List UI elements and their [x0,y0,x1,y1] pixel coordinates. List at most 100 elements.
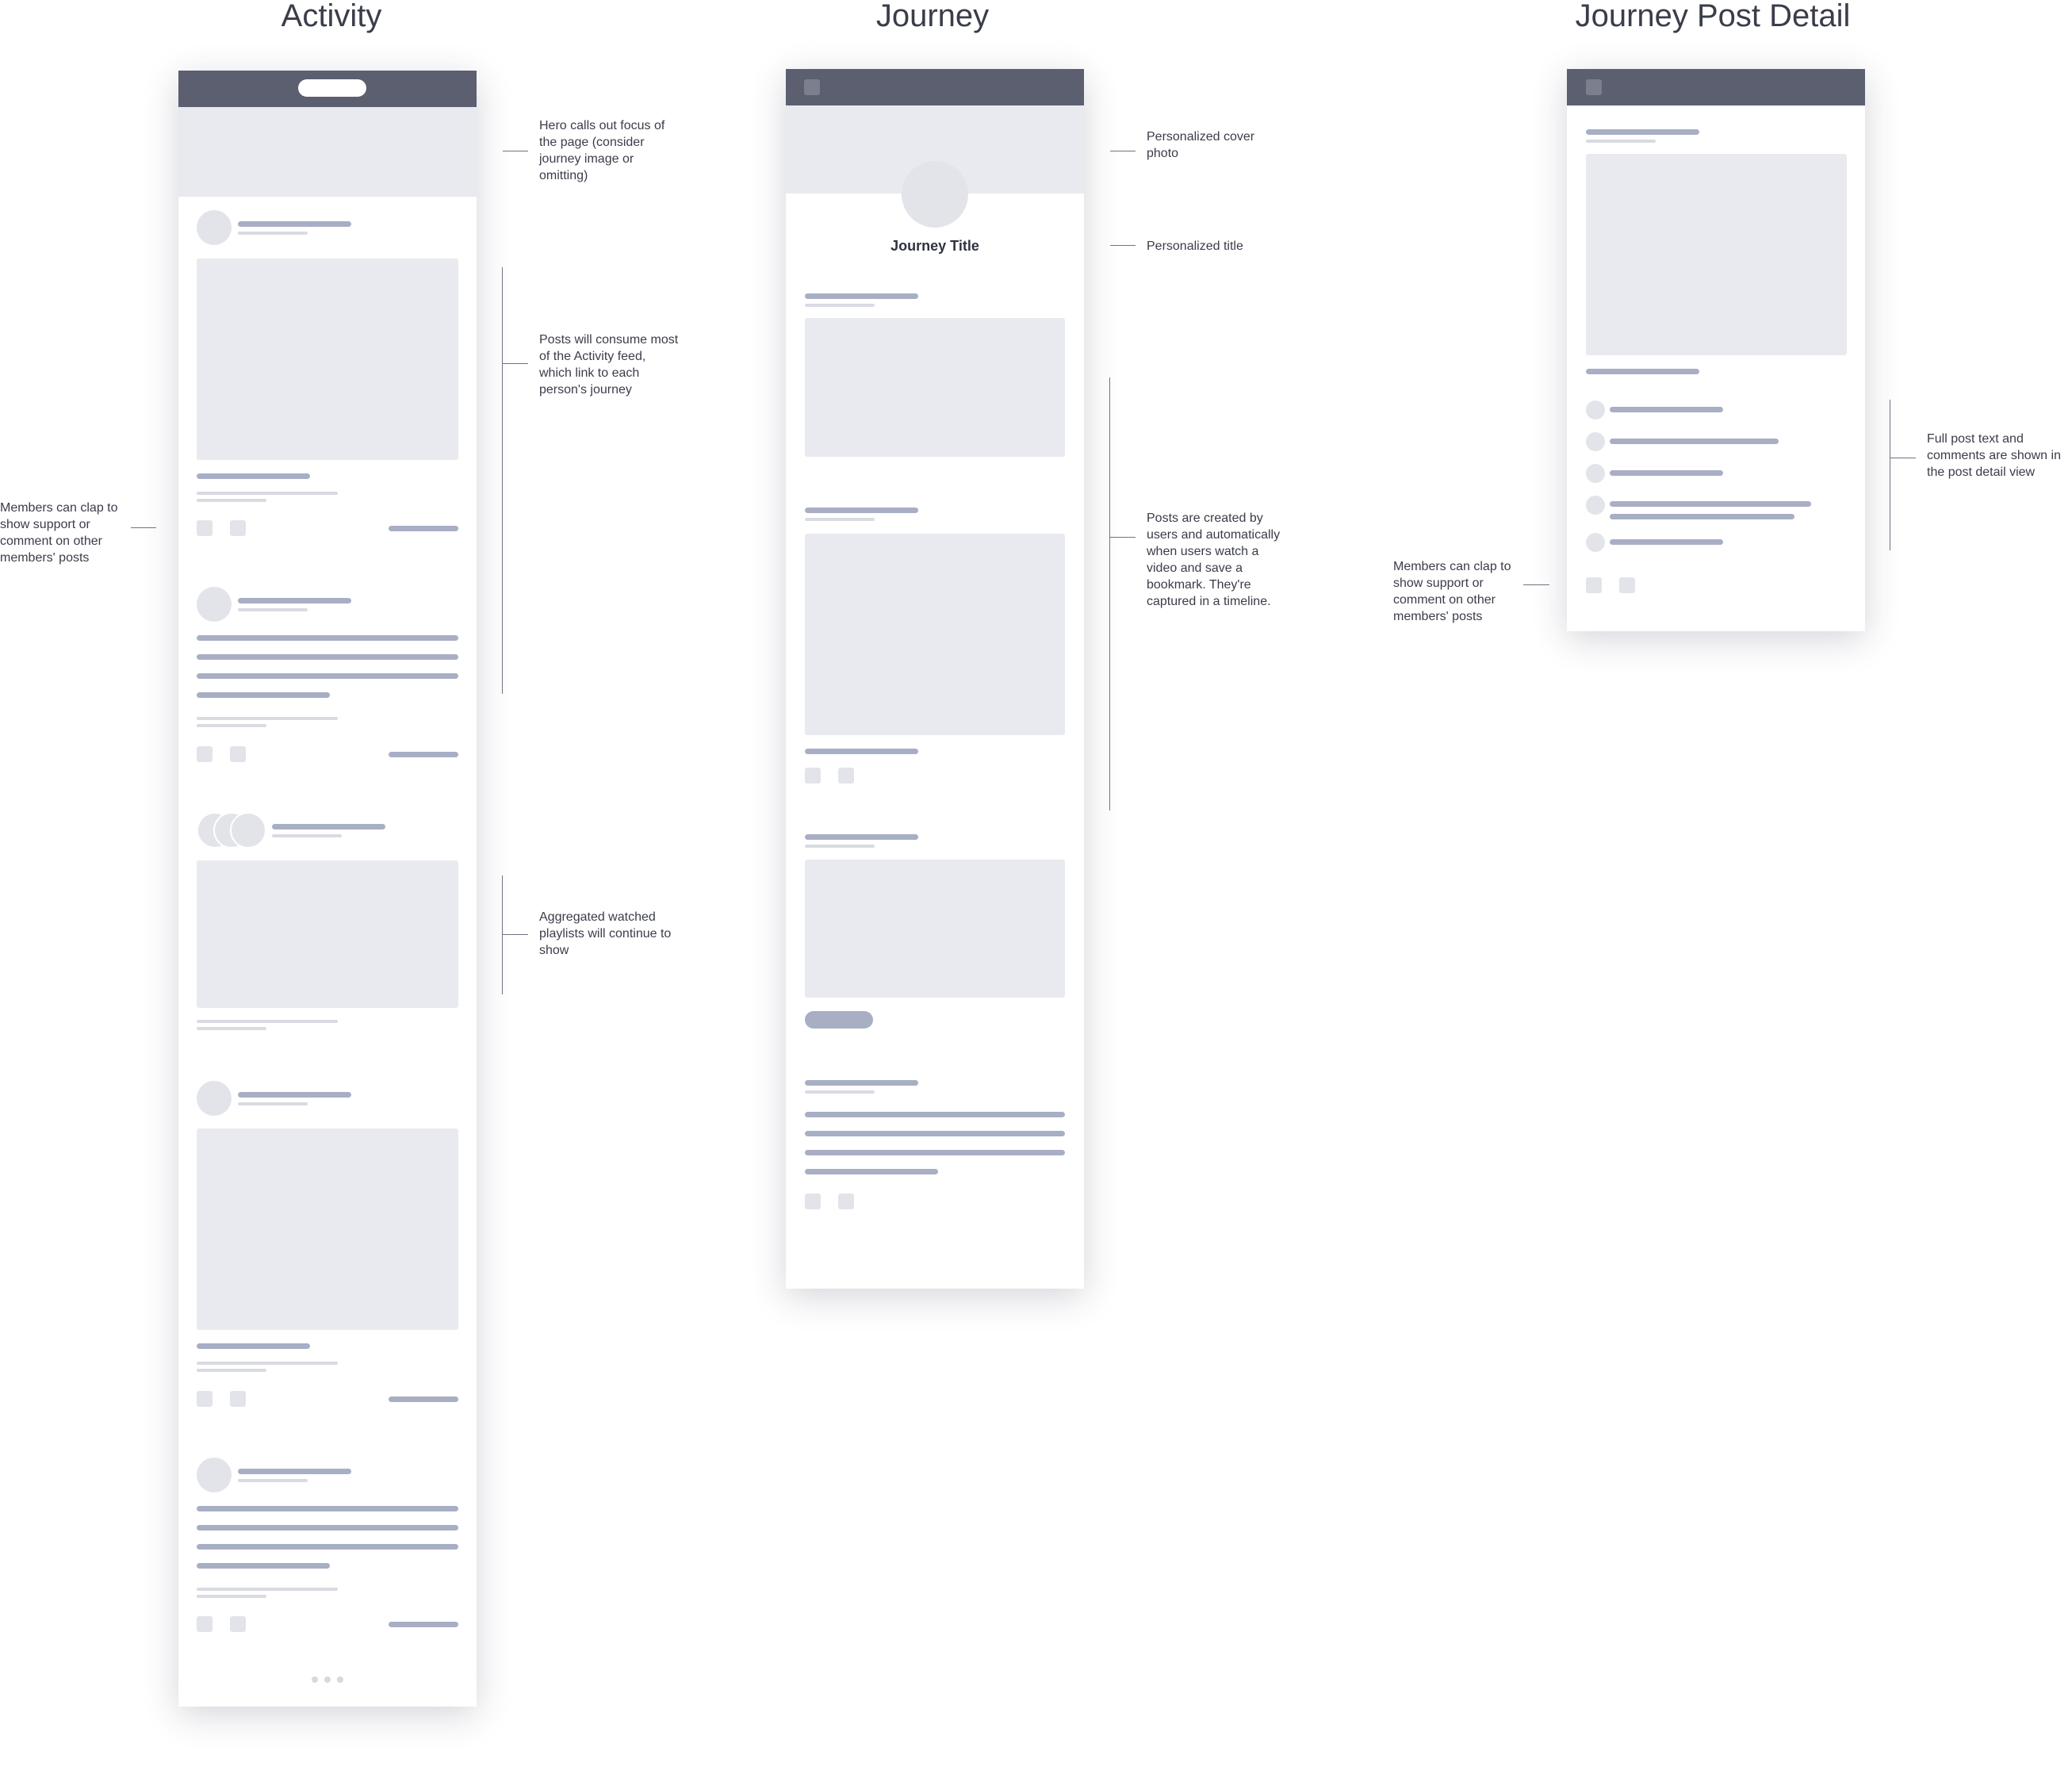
clap-icon[interactable] [1586,577,1602,593]
aggregate-playlist-image[interactable] [197,860,458,1008]
activity-search-pill[interactable] [298,79,366,97]
comment-text-line [1610,501,1811,507]
post-2-action-link[interactable] [389,752,458,757]
timeline-connector [1109,537,1136,538]
aggregated-annotation: Aggregated watched playlists will contin… [539,910,672,957]
clap-icon[interactable] [197,1616,213,1632]
post-4-image[interactable] [197,1128,458,1330]
timeline-post-2-caption [805,749,918,754]
post-1-text-line-2 [197,499,266,502]
activity-top-bar [178,71,477,107]
journey-profile-avatar[interactable] [902,161,968,228]
back-icon[interactable] [804,79,820,95]
post-detail-top-bar [1567,69,1865,105]
comment-text-line [1610,539,1723,545]
comment-icon[interactable] [230,1616,246,1632]
clap-icon[interactable] [805,768,821,783]
post-4-text-line-2 [197,1369,266,1372]
detail-author-line [1586,129,1699,135]
cover-photo-annotation: Personalized cover photo [1147,130,1255,160]
post-5-caption-line [197,1588,338,1591]
aggregated-bracket [502,875,503,994]
post-1-avatar[interactable] [197,210,232,245]
post-1-action-link[interactable] [389,526,458,531]
aggregate-meta-line [272,834,342,837]
aggregate-caption-line [197,1020,338,1023]
timeline-annotation: Posts are created by users and automatic… [1147,511,1281,608]
comment-text-line [1610,514,1794,519]
post-4-action-link[interactable] [389,1396,458,1402]
timeline-post-4-title [805,1080,918,1086]
post-5-caption-line-2 [197,1595,266,1598]
detail-meta-line [1586,140,1656,143]
back-icon[interactable] [1586,79,1602,95]
comment-icon[interactable] [1619,577,1635,593]
comment-icon[interactable] [230,746,246,762]
post-detail-screen [1567,69,1865,631]
post-2-avatar[interactable] [197,587,232,622]
loading-dot [324,1676,331,1683]
post-1-meta-line [238,232,308,235]
comment-avatar[interactable] [1586,400,1605,420]
post-4-author-line [238,1092,351,1098]
timeline-post-3-image[interactable] [805,860,1065,998]
post-2-caption-line-2 [197,724,266,727]
comment-icon[interactable] [838,768,854,783]
detail-post-image[interactable] [1586,154,1847,355]
post-5-text-line [197,1544,458,1550]
timeline-post-4-text-line [805,1131,1065,1136]
post-2-caption-line [197,717,338,720]
post-5-avatar[interactable] [197,1458,232,1492]
comment-avatar[interactable] [1586,464,1605,483]
activity-screen [178,71,477,1707]
clap-icon[interactable] [197,1391,213,1407]
comment-avatar[interactable] [1586,533,1605,552]
clap-activity-annotation: Members can clap to show support or comm… [0,501,118,565]
comment-text-line [1610,407,1723,412]
timeline-post-4-text-line [805,1169,938,1174]
timeline-post-1-image[interactable] [805,318,1065,457]
aggregate-caption-line-2 [197,1027,266,1030]
comment-avatar[interactable] [1586,496,1605,515]
comment-text-line [1610,470,1723,476]
personalized-title-connector [1110,245,1136,246]
comment-avatar[interactable] [1586,432,1605,451]
activity-column-title: Activity [281,0,382,33]
journey-top-bar [786,69,1084,105]
personalized-title-annotation: Personalized title [1147,239,1243,253]
timeline-post-4-text-line [805,1150,1065,1155]
timeline-post-2-image[interactable] [805,534,1065,735]
aggregated-connector [502,934,528,935]
aggregate-avatar-3[interactable] [230,812,266,849]
timeline-post-1-meta [805,304,875,307]
clap-icon[interactable] [805,1193,821,1209]
post-4-text-line [197,1362,338,1365]
clap-icon[interactable] [197,520,213,536]
comment-icon[interactable] [230,1391,246,1407]
timeline-post-1-title [805,293,918,299]
activity-hero [178,107,477,197]
timeline-post-2-title [805,508,918,513]
post-detail-column-title: Journey Post Detail [1575,0,1851,33]
detail-caption-line [1586,369,1699,374]
clap-detail-connector [1523,584,1549,585]
posts-annotation: Posts will consume most of the Activity … [539,333,679,397]
post-5-text-line [197,1563,330,1569]
clap-activity-connector [131,527,156,528]
journey-title: Journey Title [890,238,979,254]
timeline-post-3-button[interactable] [805,1011,873,1029]
comment-icon[interactable] [230,520,246,536]
clap-icon[interactable] [197,746,213,762]
post-2-text-line [197,654,458,660]
post-2-text-line [197,635,458,641]
timeline-post-4-meta [805,1090,875,1094]
post-5-meta-line [238,1479,308,1482]
timeline-post-3-title [805,834,918,840]
timeline-post-2-meta [805,518,875,521]
post-4-avatar[interactable] [197,1081,232,1116]
post-5-action-link[interactable] [389,1622,458,1627]
comment-icon[interactable] [838,1193,854,1209]
post-1-image[interactable] [197,259,458,460]
timeline-post-3-meta [805,845,875,848]
hero-annotation: Hero calls out focus of the page (consid… [539,119,665,182]
